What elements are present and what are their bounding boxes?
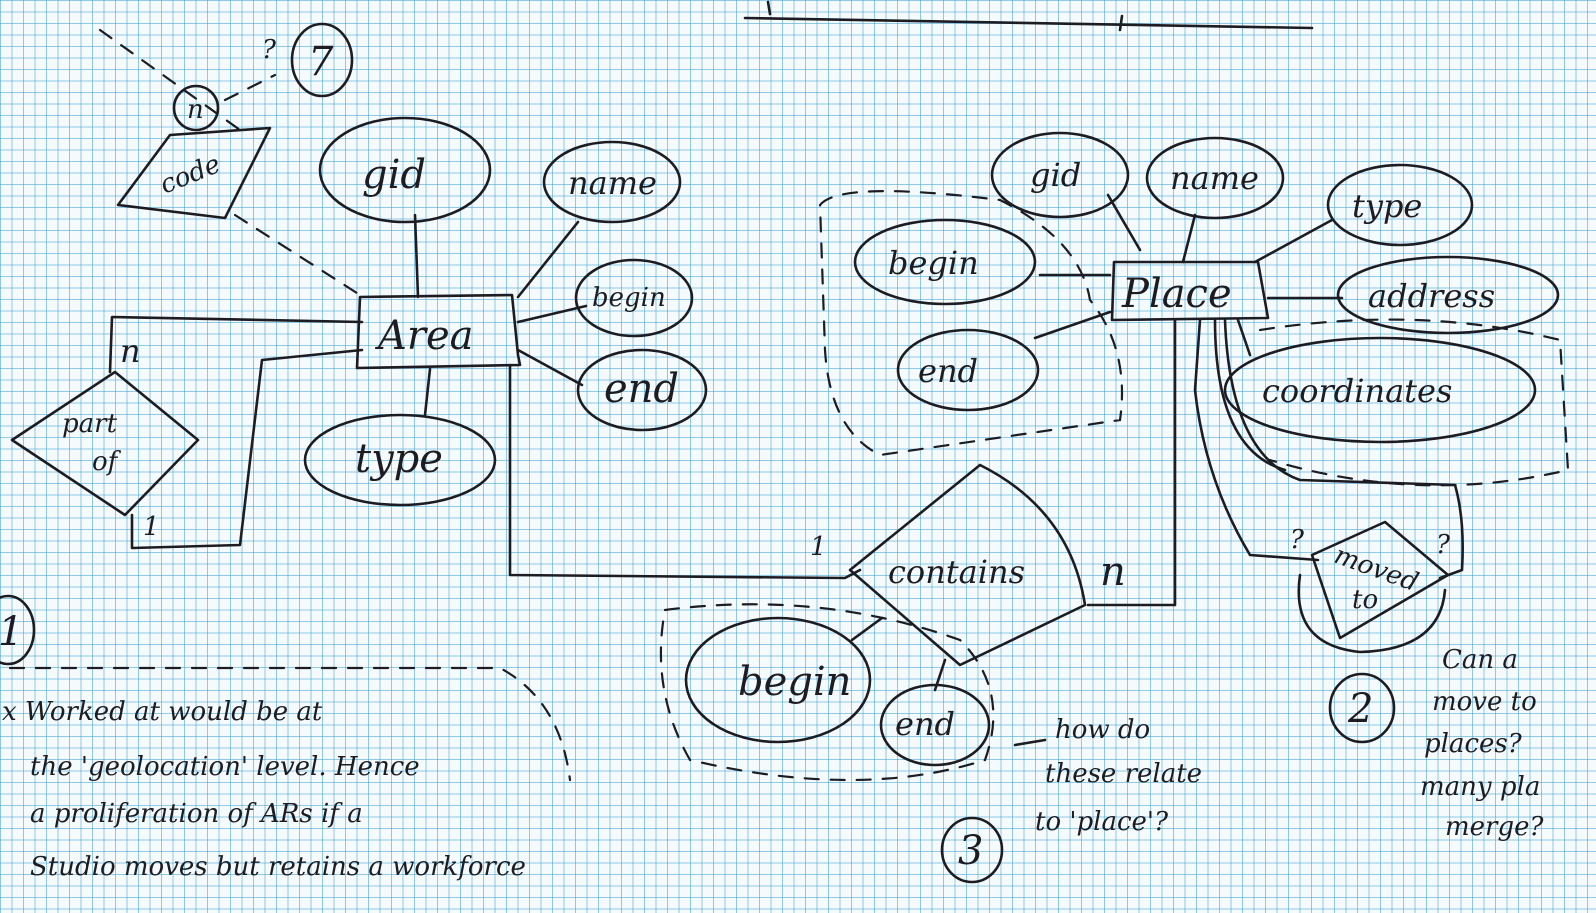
- attr-area-gid[interactable]: gid: [318, 116, 492, 224]
- attr-place-begin[interactable]: begin: [853, 218, 1037, 306]
- note-2: Can a move to places? many pla merge?: [1420, 645, 1545, 842]
- attr-place-name[interactable]: name: [1145, 136, 1285, 220]
- attr-place-end-label: end: [918, 352, 978, 390]
- attr-area-type-label: type: [355, 436, 443, 482]
- attr-place-end[interactable]: end: [896, 328, 1040, 412]
- relationship-moved-to-label-2: to: [1352, 585, 1378, 615]
- note-2-line-3: places?: [1424, 729, 1523, 759]
- contains-cardinality-1: 1: [810, 532, 827, 562]
- attr-place-gid[interactable]: gid: [990, 131, 1130, 219]
- circled-number-one: 1: [0, 594, 36, 666]
- relationship-part-of-label-1: part: [62, 409, 118, 439]
- note-1-line-4: Studio moves but retains a workforce: [30, 852, 526, 882]
- relationship-moved-to[interactable]: moved to ? ?: [1290, 520, 1451, 654]
- dashed-annotations: [8, 28, 1570, 782]
- relationship-contains[interactable]: contains: [848, 463, 1087, 667]
- attr-contains-end[interactable]: end: [879, 683, 991, 767]
- relationship-code[interactable]: code n ?: [116, 35, 277, 220]
- attr-area-gid-label: gid: [362, 152, 426, 198]
- note-1-line-1: x Worked at would be at: [2, 697, 323, 727]
- note-1-line-3: a proliferation of ARs if a: [30, 799, 363, 829]
- part-of-cardinality-1: 1: [143, 512, 160, 542]
- note-3: how do these relate to 'place'?: [1013, 715, 1202, 837]
- note-3-line-1: how do: [1055, 715, 1150, 745]
- relationship-part-of[interactable]: part of: [10, 370, 200, 517]
- part-of-cardinality-n: n: [120, 332, 141, 370]
- attr-place-begin-label: begin: [888, 244, 979, 282]
- attr-place-coordinates[interactable]: coordinates: [1223, 336, 1537, 444]
- attr-place-type[interactable]: type: [1326, 163, 1474, 247]
- entity-place-label: Place: [1121, 271, 1232, 317]
- circled-number-one-label: 1: [0, 609, 23, 655]
- circled-number-three: 3: [940, 816, 1004, 884]
- attr-area-name[interactable]: name: [542, 140, 682, 224]
- circled-number-seven: 7: [290, 22, 354, 98]
- note-3-line-3: to 'place'?: [1035, 807, 1169, 837]
- circled-number-seven-label: 7: [308, 39, 334, 85]
- attr-area-begin[interactable]: begin: [574, 258, 694, 338]
- relationship-part-of-label-2: of: [92, 447, 122, 477]
- note-2-line-2: move to: [1432, 687, 1537, 717]
- entity-area-label: Area: [374, 313, 474, 359]
- attr-place-gid-label: gid: [1030, 156, 1081, 194]
- relationship-code-label: code: [156, 149, 225, 200]
- attr-area-end-label: end: [604, 366, 679, 412]
- moved-to-question-right: ?: [1436, 530, 1451, 560]
- attr-place-coordinates-label: coordinates: [1262, 372, 1452, 410]
- attr-area-begin-label: begin: [592, 283, 666, 313]
- note-1-line-2: the 'geolocation' level. Hence: [30, 752, 420, 782]
- note-3-line-2: these relate: [1045, 759, 1202, 789]
- attr-area-end[interactable]: end: [576, 348, 708, 432]
- contains-cardinality-n: n: [1100, 549, 1126, 595]
- note-2-line-1: Can a: [1442, 645, 1518, 675]
- circled-number-three-label: 3: [958, 828, 983, 874]
- code-question-mark: ?: [262, 35, 277, 65]
- cardinality-marks: n 1 n 1: [120, 332, 1126, 595]
- connector-lines: [108, 193, 1464, 692]
- circled-number-two-label: 2: [1347, 686, 1373, 732]
- entity-place[interactable]: Place: [1110, 260, 1270, 322]
- attr-contains-begin-label: begin: [738, 659, 851, 705]
- circled-number-two: 2: [1328, 672, 1396, 744]
- attr-place-type-label: type: [1352, 187, 1422, 225]
- note-1: x Worked at would be at the 'geolocation…: [2, 697, 526, 882]
- attr-place-name-label: name: [1170, 159, 1259, 197]
- attr-area-name-label: name: [568, 164, 657, 202]
- attr-place-address-label: address: [1368, 277, 1495, 315]
- entity-area[interactable]: Area: [355, 293, 522, 370]
- heading-underline: [743, 0, 1314, 32]
- code-cardinality-n: n: [187, 95, 204, 125]
- relationship-contains-label: contains: [888, 553, 1025, 591]
- moved-to-question-left: ?: [1290, 525, 1305, 555]
- attr-contains-begin[interactable]: begin: [684, 616, 872, 744]
- attr-place-address[interactable]: address: [1336, 255, 1560, 335]
- attr-area-type[interactable]: type: [303, 413, 497, 507]
- note-2-line-5: merge?: [1445, 812, 1545, 842]
- note-2-line-4: many pla: [1420, 772, 1540, 802]
- attr-contains-end-label: end: [895, 705, 955, 743]
